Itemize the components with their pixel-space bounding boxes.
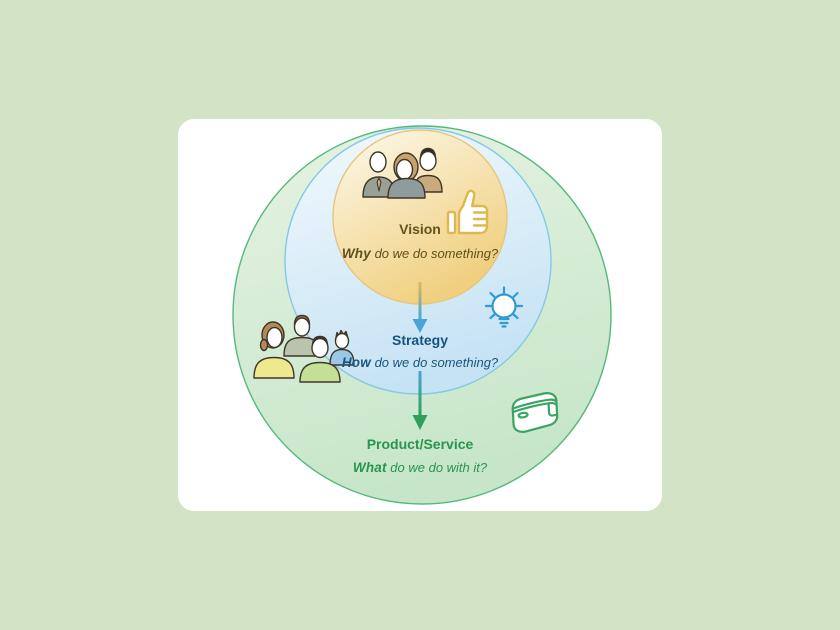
strategy-question: How do we do something? <box>178 355 662 371</box>
strategy-question-rest: do we do something? <box>370 355 499 370</box>
audience-icon <box>253 314 355 383</box>
vision-title: Vision <box>399 221 441 237</box>
vision-question: Why do we do something? <box>178 246 662 262</box>
nested-circles-diagram <box>232 125 612 505</box>
lightbulb-icon <box>484 286 524 328</box>
team-icon <box>362 147 443 199</box>
strategy-title: Strategy <box>391 332 449 348</box>
vision-question-lead: Why <box>341 246 371 261</box>
product-service-question-rest: do we do with it? <box>386 460 488 475</box>
arrow-vision-to-strategy <box>412 282 428 333</box>
package-icon <box>511 392 559 433</box>
strategy-question-lead: How <box>341 355 371 370</box>
thumbs-up-icon <box>446 189 489 235</box>
diagram-card: Vision Why do we do something? Strategy … <box>178 119 662 511</box>
product-service-question-lead: What <box>352 460 387 475</box>
product-service-question: What do we do with it? <box>178 460 662 476</box>
product-service-title: Product/Service <box>366 436 474 452</box>
arrow-strategy-to-product <box>412 371 428 430</box>
vision-question-rest: do we do something? <box>370 246 499 261</box>
